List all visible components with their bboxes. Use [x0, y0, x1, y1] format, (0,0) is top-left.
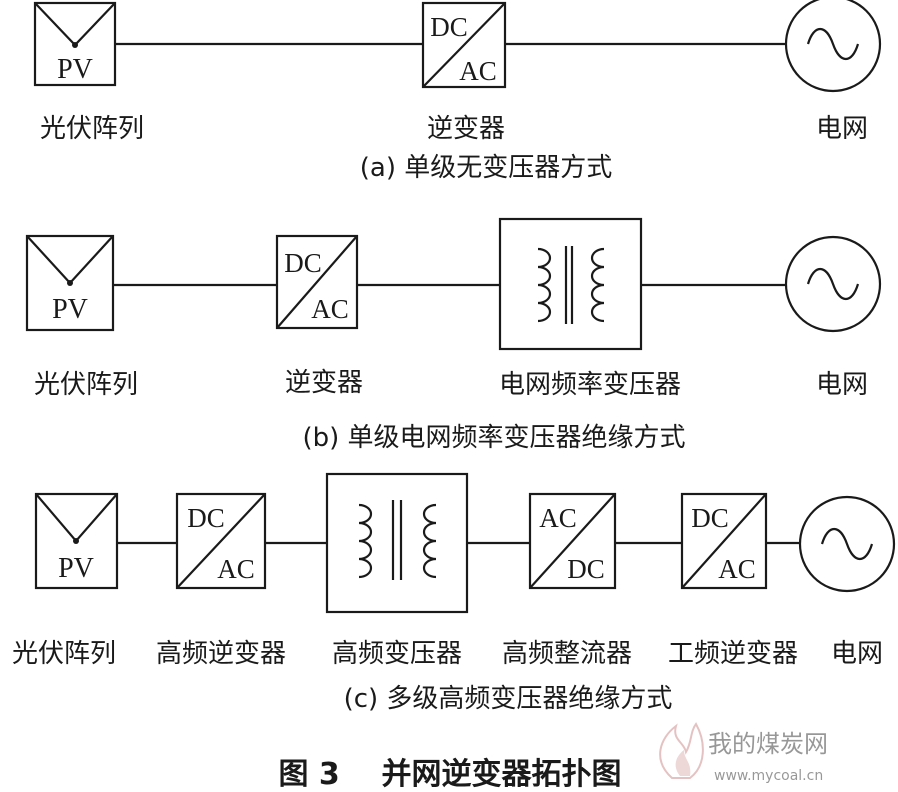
diagram-c: PV 光伏阵列 DC AC 高频逆变器 高频变压器 AC DC 高频整流器 — [12, 472, 896, 714]
pv-box-label: PV — [58, 553, 94, 584]
grid-label: 电网 — [831, 639, 883, 669]
ac-label: AC — [718, 554, 756, 584]
transformer-coil-icon — [536, 246, 606, 324]
watermark: 我的煤炭网 www.mycoal.cn — [659, 722, 828, 784]
dc-label: DC — [284, 248, 322, 278]
diagram-b: PV 光伏阵列 DC AC 逆变器 电网频率变压器 电网 (b) 单级电网频率变… — [25, 217, 882, 453]
pv-array-label: 光伏阵列 — [12, 639, 116, 669]
ac-label: AC — [539, 503, 577, 533]
hf-rectifier-label: 高频整流器 — [502, 639, 632, 669]
transformer-coil-icon — [357, 500, 438, 580]
grid-label: 电网 — [816, 114, 868, 144]
hf-inverter-label: 高频逆变器 — [156, 639, 286, 669]
inverter-label: 逆变器 — [427, 114, 505, 144]
dc-label: DC — [567, 554, 605, 584]
grid-ac-source-icon — [798, 495, 896, 593]
caption-c: (c) 多级高频变压器绝缘方式 — [344, 684, 673, 714]
flame-logo-icon — [659, 722, 704, 779]
transformer — [498, 217, 643, 351]
ac-label: AC — [459, 56, 497, 86]
pv-array-label: 光伏阵列 — [34, 370, 138, 400]
watermark-url: www.mycoal.cn — [714, 768, 823, 784]
caption-a: (a) 单级无变压器方式 — [360, 153, 613, 183]
transformer-label: 电网频率变压器 — [499, 370, 681, 400]
pv-box-label: PV — [57, 54, 93, 85]
dc-label: DC — [187, 503, 225, 533]
pv-array: PV — [34, 492, 119, 590]
lf-inverter-label: 工频逆变器 — [668, 639, 798, 669]
pv-array: PV — [33, 1, 117, 87]
hf-rectifier: AC DC — [528, 492, 617, 590]
inverter: DC AC — [421, 1, 507, 89]
pv-array: PV — [25, 234, 115, 332]
dc-label: DC — [691, 503, 729, 533]
pv-cell-icon — [34, 2, 116, 47]
inverter: DC AC — [275, 234, 359, 330]
inverter-label: 逆变器 — [285, 368, 363, 398]
ac-label: AC — [311, 294, 349, 324]
pv-cell-icon — [26, 235, 114, 285]
ac-label: AC — [217, 554, 255, 584]
hf-inverter: DC AC — [175, 492, 267, 590]
pv-box-label: PV — [52, 294, 88, 325]
grid-ac-source-icon — [784, 235, 882, 333]
watermark-text: 我的煤炭网 — [708, 730, 828, 758]
pv-cell-icon — [35, 493, 118, 543]
figure-title: 图 3 并网逆变器拓扑图 — [278, 757, 621, 792]
dc-label: DC — [430, 12, 468, 42]
lf-inverter: DC AC — [680, 492, 768, 590]
pv-array-label: 光伏阵列 — [40, 114, 144, 144]
hf-transformer-label: 高频变压器 — [332, 639, 462, 669]
diagram-a: PV 光伏阵列 DC AC 逆变器 电网 (a) 单级无变压器方式 — [33, 0, 882, 183]
caption-b: (b) 单级电网频率变压器绝缘方式 — [302, 423, 685, 453]
grid-label: 电网 — [816, 370, 868, 400]
grid-ac-source-icon — [784, 0, 882, 93]
hf-transformer — [325, 472, 469, 614]
